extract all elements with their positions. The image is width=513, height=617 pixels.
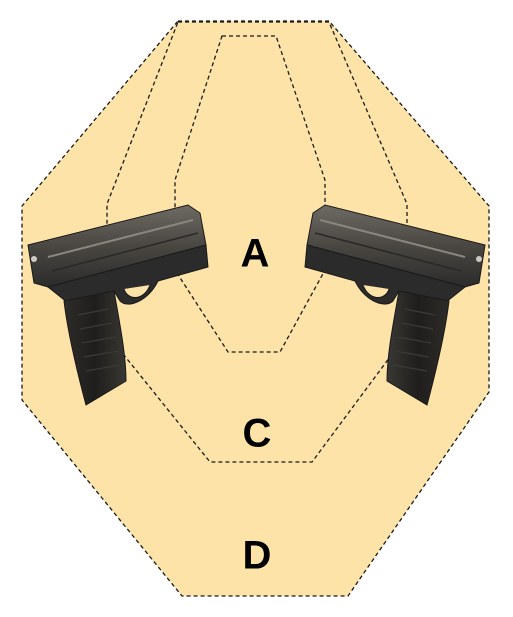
zone-d-area: [21, 20, 490, 597]
zone-d-label: D: [243, 534, 272, 578]
zone-c-area: [106, 21, 408, 463]
zone-c-label: C: [243, 412, 272, 456]
zone-a-label: A: [241, 232, 270, 276]
